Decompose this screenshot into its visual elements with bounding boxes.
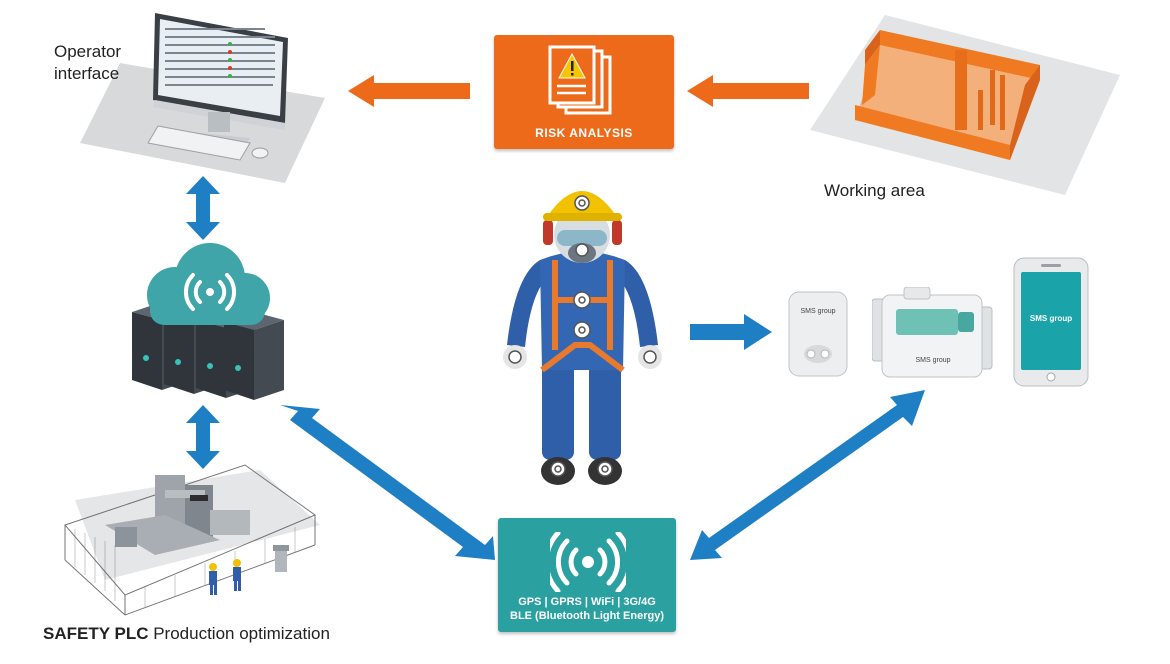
safety-plc-label-rest: Production optimization xyxy=(148,624,330,643)
cloud-server-illustration xyxy=(130,240,285,410)
device-brand-label-1: SMS group xyxy=(800,308,836,315)
worker-figure xyxy=(495,175,670,493)
smartphone-device: SMS group xyxy=(1012,256,1090,388)
risk-analysis-label: RISK ANALYSIS xyxy=(535,126,633,140)
operator-interface-label: Operator interface xyxy=(54,41,121,85)
operator-interface-illustration xyxy=(80,8,340,188)
blue-arrow-diagonal-left xyxy=(280,405,495,560)
device-brand-label-2: SMS group xyxy=(915,357,951,364)
working-area-label: Working area xyxy=(824,181,925,200)
safety-plc-label-bold: SAFETY PLC xyxy=(43,624,149,643)
belt-monitor-device: SMS group xyxy=(872,287,994,382)
wireless-signal-icon xyxy=(183,273,237,311)
blue-arrow-vertical-top xyxy=(186,176,220,240)
connectivity-line2: BLE (Bluetooth Light Energy) xyxy=(510,610,664,622)
safety-plc-label: SAFETY PLC Production optimization xyxy=(43,623,330,645)
connectivity-line1: GPS | GPRS | WiFi | 3G/4G xyxy=(518,596,656,608)
warning-document-icon xyxy=(548,45,612,115)
wearable-tag-device: SMS group xyxy=(787,290,849,378)
risk-analysis-box: RISK ANALYSIS xyxy=(494,35,674,149)
operator-interface-label-line1: Operator xyxy=(54,42,122,61)
blue-arrow-right xyxy=(690,314,772,350)
wireless-signal-icon xyxy=(550,532,626,592)
device-brand-label-3: SMS group xyxy=(1029,314,1073,323)
production-plant-illustration xyxy=(45,455,325,620)
operator-interface-label-line2: interface xyxy=(54,64,120,83)
blue-arrow-diagonal-right xyxy=(690,390,925,560)
working-area-illustration xyxy=(810,10,1130,200)
orange-arrow-left-2 xyxy=(687,75,809,107)
connectivity-box: GPS | GPRS | WiFi | 3G/4G BLE (Bluetooth… xyxy=(498,518,676,632)
orange-arrow-left-1 xyxy=(348,75,470,107)
blue-arrow-vertical-bottom xyxy=(186,405,220,469)
